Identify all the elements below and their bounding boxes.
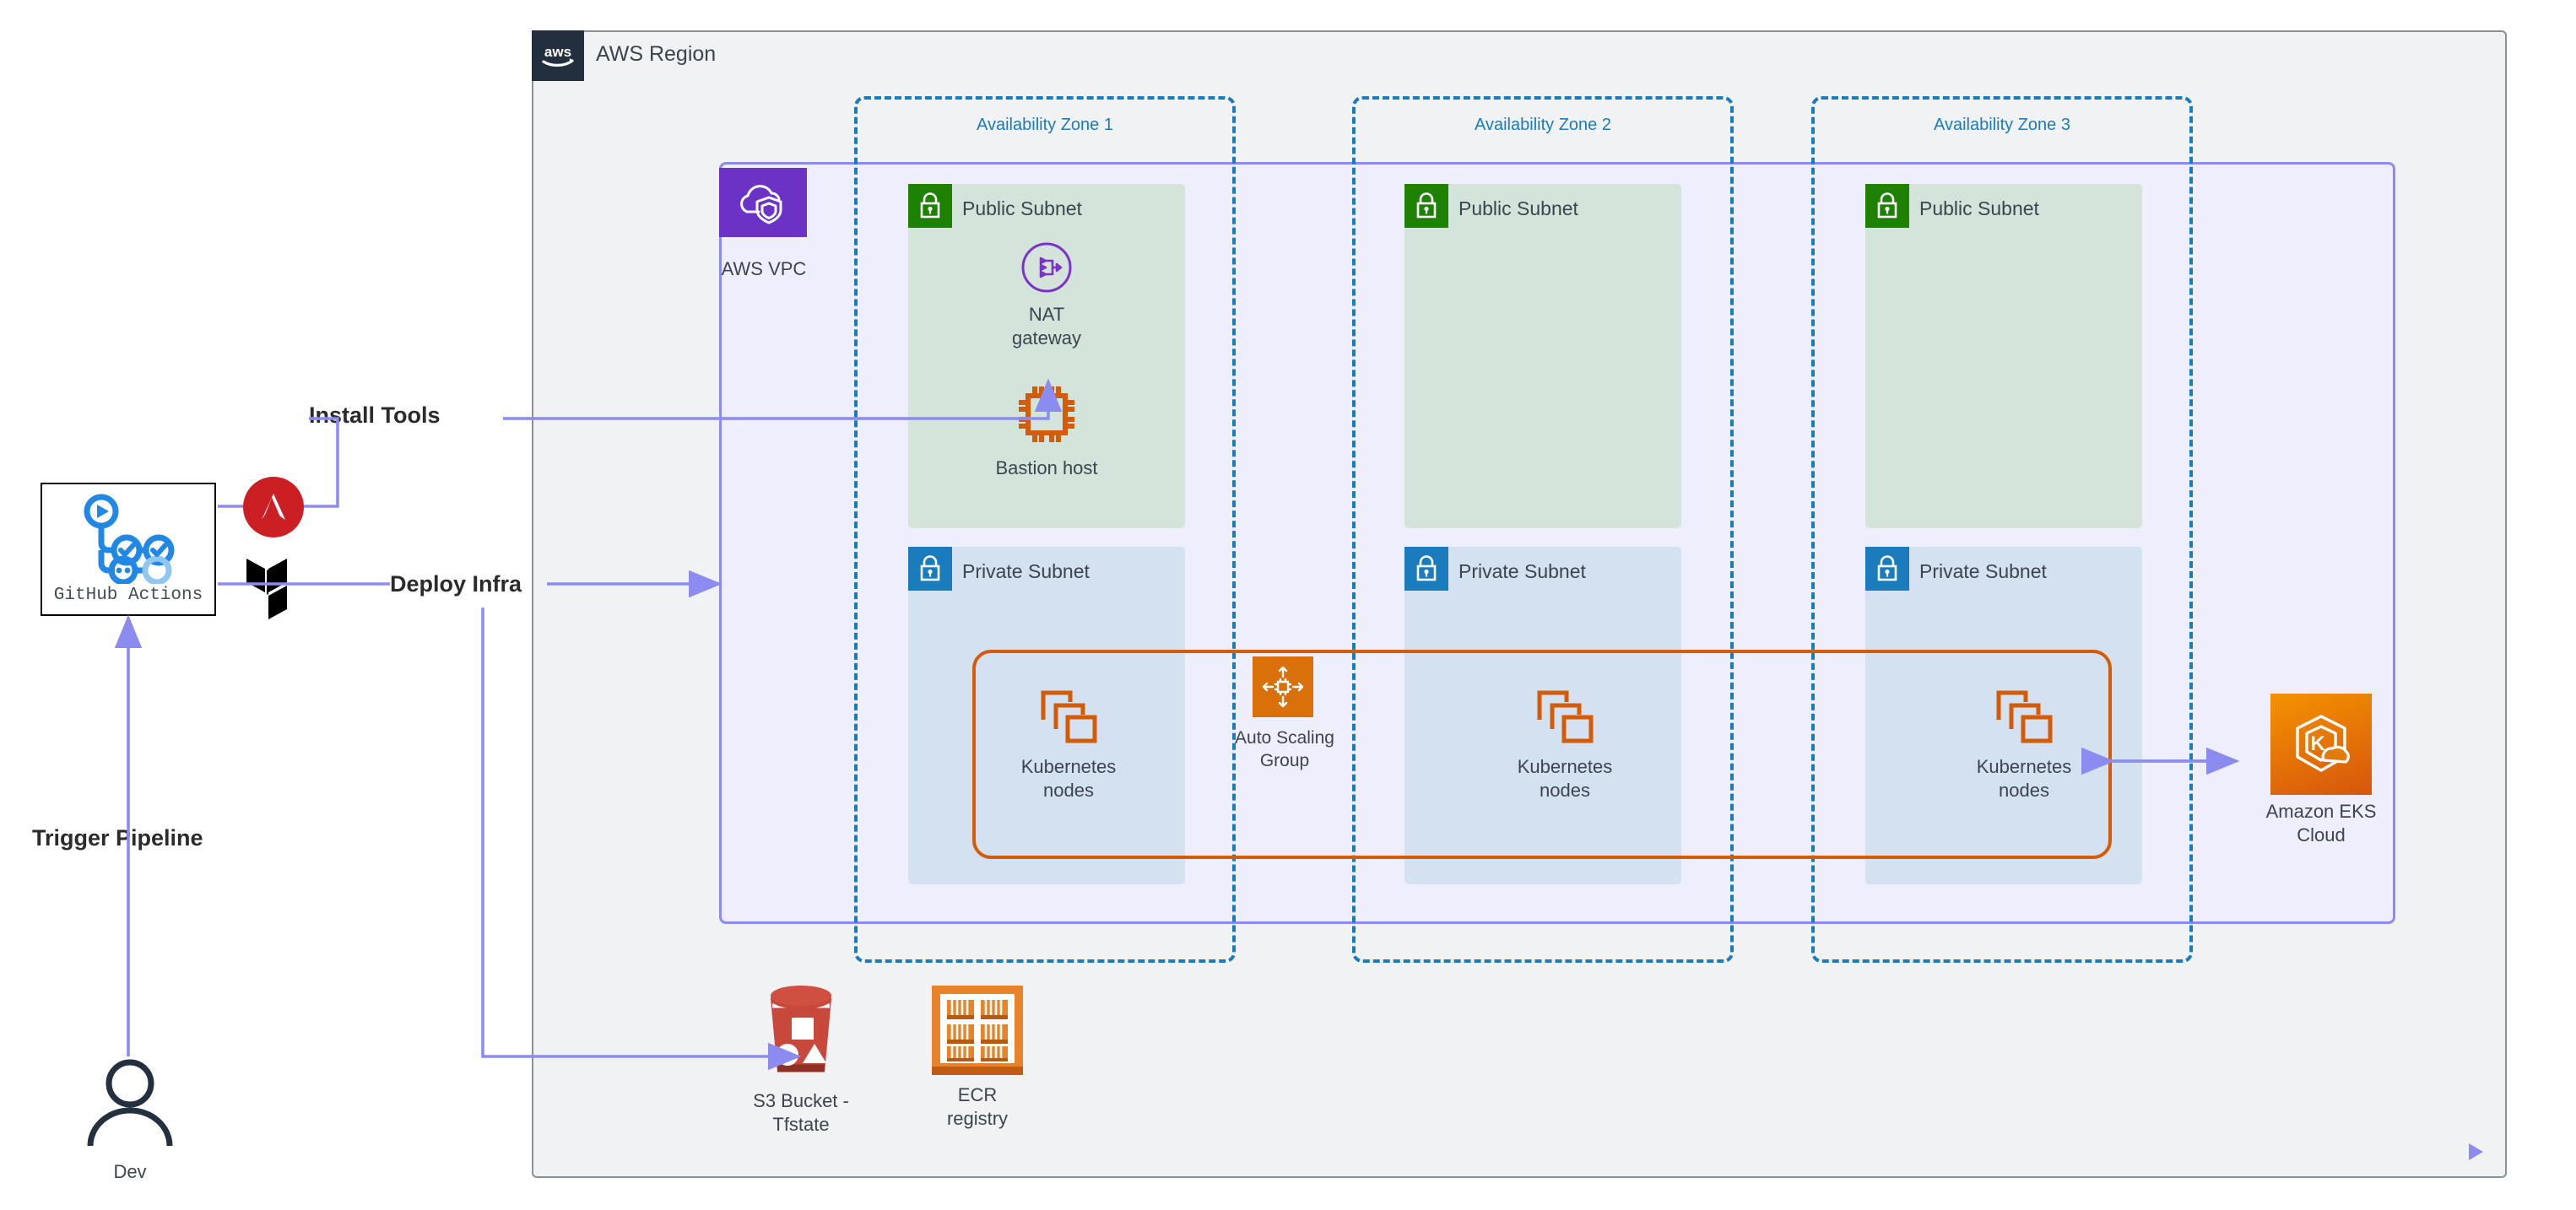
asg-label-line1: Auto Scaling — [1235, 728, 1334, 748]
lock-icon — [1865, 547, 1909, 591]
s3-bucket-caption: S3 Bucket - Tfstate — [712, 1089, 890, 1137]
eks-icon: K — [2270, 694, 2372, 795]
kubernetes-nodes-az1: Kubernetes nodes — [993, 685, 1145, 802]
nat-gateway-node: NAT gateway — [979, 241, 1114, 350]
bastion-host-caption: Bastion host — [995, 457, 1098, 478]
k8s1-line2: nodes — [1043, 780, 1094, 802]
k8s3-line2: nodes — [1999, 780, 2049, 802]
aws-vpc-label: AWS VPC — [721, 258, 807, 279]
trigger-pipeline-edge-label: Trigger Pipeline — [32, 825, 203, 851]
ecr-line1: ECR — [957, 1084, 998, 1105]
kubernetes-nodes-az2-caption: Kubernetes nodes — [1489, 755, 1641, 802]
availability-zone-2-label: Availability Zone 2 — [1475, 116, 1611, 134]
ecr-registry-caption: ECR registry — [893, 1083, 1062, 1131]
eks-line1: Amazon EKS — [2265, 801, 2377, 822]
availability-zone-3-label: Availability Zone 3 — [1934, 116, 2070, 134]
s3-line1: S3 Bucket - — [753, 1090, 849, 1111]
ecr-registry-icon — [930, 984, 1025, 1078]
auto-scaling-group-label: Auto Scaling Group — [1215, 727, 1354, 773]
user-actor-icon — [87, 1059, 173, 1147]
kubernetes-nodes-az1-caption: Kubernetes nodes — [993, 755, 1145, 802]
github-actions-icon — [84, 494, 175, 584]
kubernetes-nodes-az2: Kubernetes nodes — [1489, 685, 1641, 802]
k8s1-line1: Kubernetes — [1020, 756, 1117, 777]
public-subnet-az3 — [1865, 184, 2142, 528]
k8s2-line1: Kubernetes — [1517, 756, 1613, 777]
github-actions-node[interactable] — [41, 483, 216, 616]
stacked-squares-icon — [1041, 690, 1097, 743]
availability-zone-2-container — [1352, 96, 1734, 963]
availability-zone-1-label: Availability Zone 1 — [977, 116, 1113, 134]
region-flow-arrowhead — [2469, 1143, 2483, 1160]
public-subnet-az1 — [908, 184, 1185, 528]
availability-zone-1-container — [854, 96, 1236, 963]
nat-gateway-icon — [1021, 242, 1072, 293]
aws-logo-icon: aws — [532, 30, 584, 81]
k8s2-line2: nodes — [1540, 780, 1590, 802]
public-subnet-az2-title: Public Subnet — [1458, 197, 1578, 219]
svg-text:K: K — [2310, 732, 2325, 755]
k8s3-line1: Kubernetes — [1976, 756, 2072, 777]
wire-ansible-to-install-label — [304, 417, 339, 508]
asg-label-line2: Group — [1259, 750, 1310, 770]
private-subnet-az3-title: Private Subnet — [1919, 560, 2047, 582]
svg-text:aws: aws — [544, 44, 571, 60]
dev-actor-node: Dev — [41, 1056, 219, 1184]
availability-zone-3-container — [1811, 96, 2193, 963]
ecr-line2: registry — [946, 1108, 1009, 1130]
bastion-host-node: Bastion host — [962, 381, 1131, 480]
github-actions-label: GitHub Actions — [53, 586, 203, 605]
dev-actor-caption: Dev — [113, 1161, 147, 1182]
public-subnet-az3-title: Public Subnet — [1919, 197, 2039, 219]
lock-icon — [908, 184, 952, 228]
public-subnet-az1-title: Public Subnet — [962, 197, 1082, 219]
ansible-logo-icon — [243, 477, 304, 537]
cpu-chip-icon — [1019, 386, 1074, 442]
terraform-logo-icon — [245, 548, 306, 619]
ecr-registry-node: ECR registry — [893, 984, 1062, 1131]
s3-line2: Tfstate — [772, 1114, 830, 1136]
kubernetes-nodes-az3: Kubernetes nodes — [1948, 685, 2100, 802]
private-subnet-az1-title: Private Subnet — [962, 560, 1090, 582]
private-subnet-az3 — [1865, 547, 2142, 884]
deploy-infra-edge-label: Deploy Infra — [390, 571, 522, 597]
lock-icon — [1404, 547, 1448, 591]
nat-gateway-caption: NAT gateway — [979, 303, 1114, 350]
nat-caption-line2: gateway — [1012, 327, 1081, 349]
stacked-squares-icon — [1537, 690, 1594, 743]
vpc-cloud-shield-icon — [719, 168, 807, 237]
stacked-squares-icon — [1996, 690, 2053, 743]
install-tools-edge-label: Install Tools — [309, 402, 441, 428]
lock-icon — [908, 547, 952, 591]
private-subnet-az2-title: Private Subnet — [1458, 560, 1586, 582]
lock-icon — [1865, 184, 1909, 228]
eks-line2: Cloud — [2297, 824, 2346, 846]
private-subnet-az1 — [908, 547, 1185, 884]
kubernetes-nodes-az3-caption: Kubernetes nodes — [1948, 755, 2100, 802]
private-subnet-az2 — [1404, 547, 1681, 884]
aws-region-title: AWS Region — [596, 42, 717, 66]
lock-icon — [1404, 184, 1448, 228]
s3-bucket-node: S3 Bucket - Tfstate — [712, 980, 890, 1137]
auto-scaling-icon — [1253, 656, 1313, 717]
public-subnet-az2 — [1404, 184, 1681, 528]
nat-caption-line1: NAT — [1028, 304, 1065, 325]
s3-bucket-icon — [771, 986, 831, 1072]
amazon-eks-cloud-caption: Amazon EKS Cloud — [2237, 800, 2406, 847]
amazon-eks-cloud-node: K Amazon EKS Cloud — [2237, 694, 2406, 847]
